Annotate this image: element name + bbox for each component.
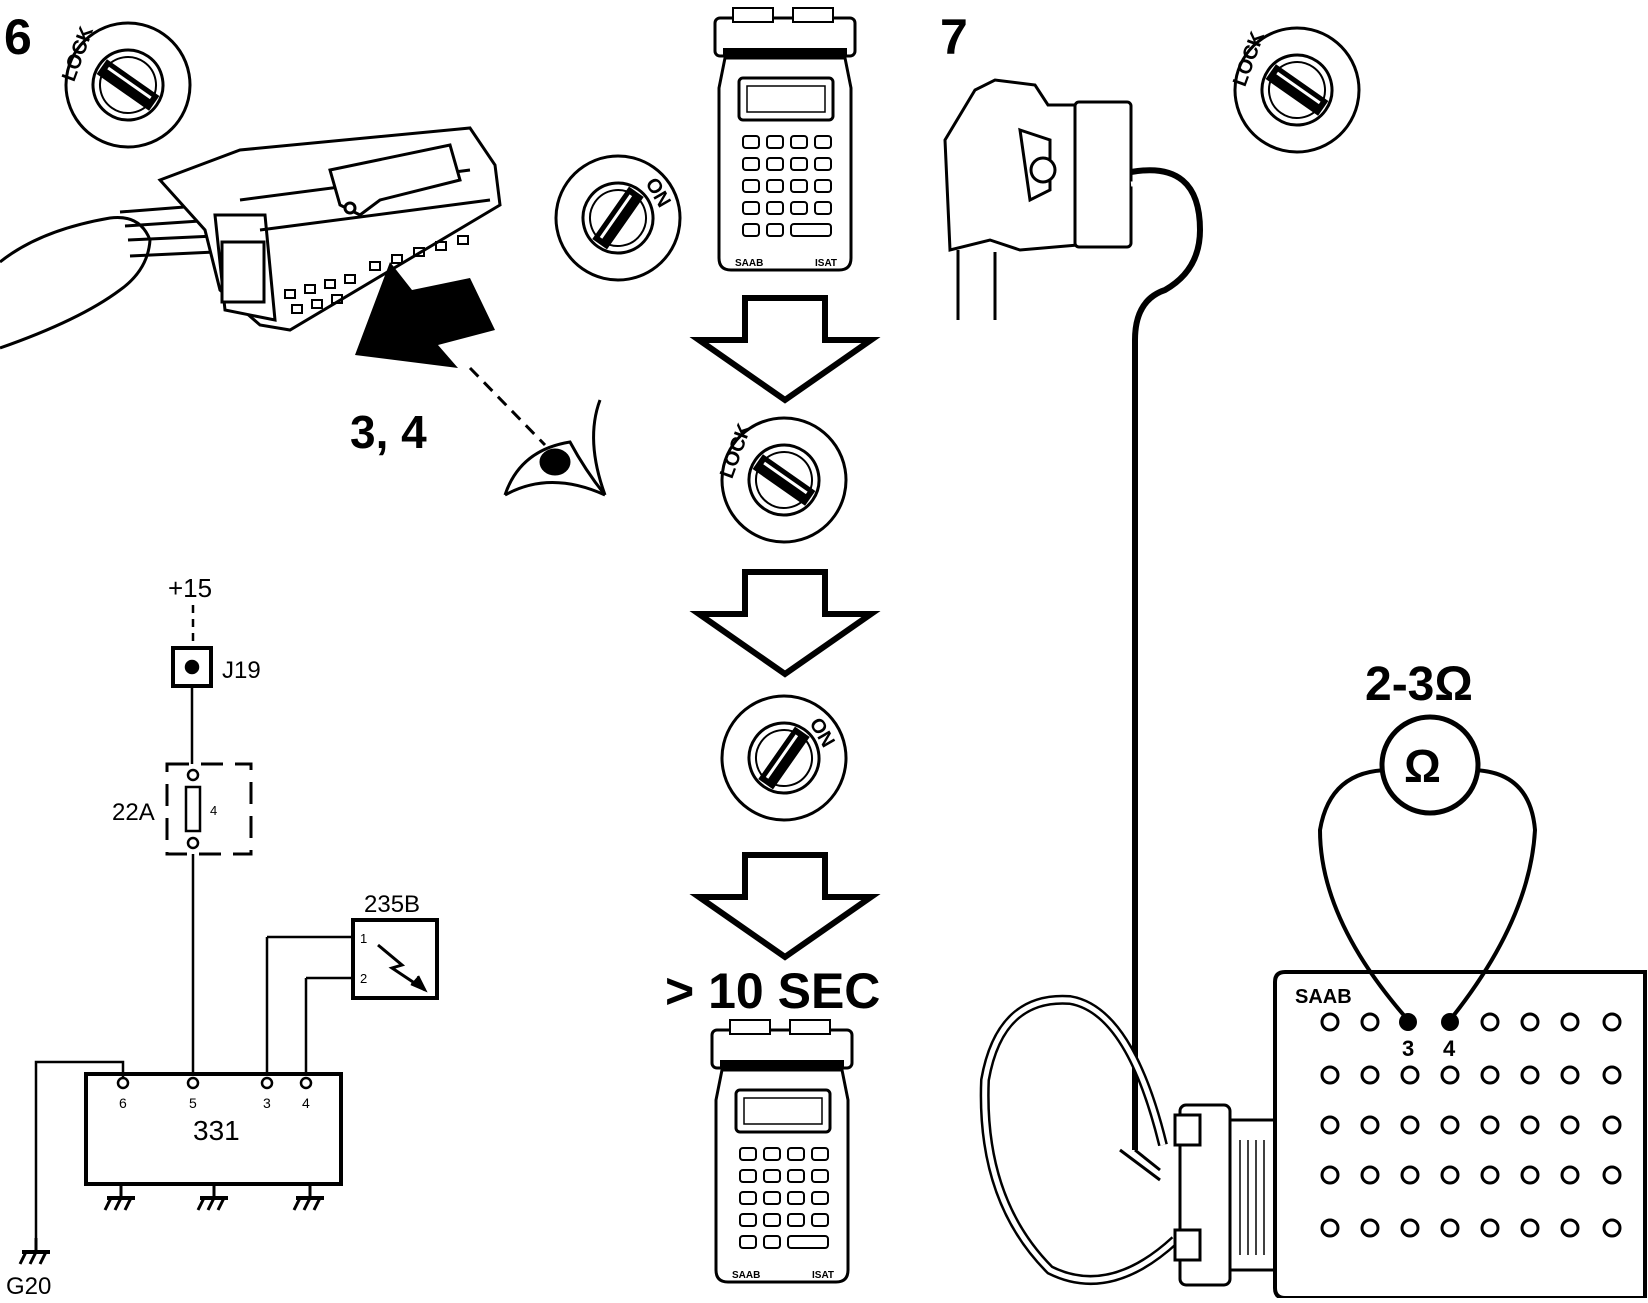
sight-line bbox=[468, 366, 547, 447]
on-key-icon-2: ON bbox=[696, 670, 872, 846]
probe-pin-3-label: 3 bbox=[1402, 1036, 1414, 1061]
svg-text:SAAB: SAAB bbox=[735, 258, 763, 269]
breakout-socket bbox=[1400, 1165, 1420, 1185]
svg-text:ISAT: ISAT bbox=[815, 258, 837, 269]
pin-callout-label: 3, 4 bbox=[350, 406, 427, 458]
breakout-socket bbox=[1320, 1065, 1340, 1085]
svg-text:1: 1 bbox=[360, 931, 367, 946]
breakout-box-label: SAAB bbox=[1295, 986, 1352, 1008]
breakout-socket bbox=[1480, 1218, 1500, 1238]
breakout-socket bbox=[1480, 1115, 1500, 1135]
svg-text:6: 6 bbox=[119, 1095, 127, 1111]
on-key-icon: ON bbox=[530, 130, 706, 306]
breakout-socket bbox=[1602, 1115, 1622, 1135]
lock-key-icon-3: LOCK bbox=[1209, 2, 1385, 178]
breakout-socket bbox=[1440, 1165, 1460, 1185]
breakout-socket bbox=[1602, 1165, 1622, 1185]
svg-text:4: 4 bbox=[302, 1095, 310, 1111]
svg-text:5: 5 bbox=[189, 1095, 197, 1111]
breakout-socket bbox=[1360, 1165, 1380, 1185]
breakout-socket bbox=[1560, 1115, 1580, 1135]
resistance-value-label: 2-3Ω bbox=[1365, 658, 1473, 711]
breakout-socket bbox=[1320, 1218, 1340, 1238]
breakout-socket bbox=[1520, 1065, 1540, 1085]
pin-pointer-arrow bbox=[355, 262, 495, 368]
breakout-socket bbox=[1560, 1012, 1580, 1032]
ohm-symbol: Ω bbox=[1404, 740, 1441, 792]
breakout-socket bbox=[1520, 1218, 1540, 1238]
breakout-socket bbox=[1602, 1065, 1622, 1085]
control-unit-label: 331 bbox=[193, 1115, 240, 1146]
ground-label: G20 bbox=[6, 1273, 51, 1298]
breakout-socket bbox=[1400, 1218, 1420, 1238]
step-7-number: 7 bbox=[940, 9, 968, 65]
breakout-socket bbox=[1440, 1065, 1460, 1085]
svg-text:ISAT: ISAT bbox=[812, 1270, 834, 1281]
eye-icon bbox=[503, 399, 607, 497]
breakout-socket bbox=[1602, 1012, 1622, 1032]
breakout-socket bbox=[1360, 1012, 1380, 1032]
breakout-socket bbox=[1320, 1012, 1340, 1032]
breakout-socket bbox=[1320, 1165, 1340, 1185]
svg-text:2: 2 bbox=[360, 971, 367, 986]
breakout-socket bbox=[1440, 1115, 1460, 1135]
d-sub-connector bbox=[1173, 1103, 1277, 1287]
breakout-socket bbox=[1560, 1065, 1580, 1085]
breakout-socket bbox=[1480, 1065, 1500, 1085]
breakout-socket bbox=[1400, 1065, 1420, 1085]
fuse-box-label: 22A bbox=[112, 799, 155, 826]
ecu-connector-illustration bbox=[943, 78, 1204, 1150]
fuse-pin-label: 4 bbox=[210, 803, 217, 818]
breakout-socket bbox=[1360, 1115, 1380, 1135]
sensor-label: 235B bbox=[364, 891, 420, 918]
breakout-socket bbox=[1520, 1165, 1540, 1185]
breakout-socket bbox=[1560, 1165, 1580, 1185]
down-arrow-2 bbox=[699, 572, 871, 674]
breakout-socket bbox=[1520, 1115, 1540, 1135]
breakout-socket bbox=[1440, 1218, 1460, 1238]
probe-pin-4-label: 4 bbox=[1443, 1036, 1456, 1061]
breakout-socket bbox=[1320, 1115, 1340, 1135]
breakout-socket bbox=[1400, 1115, 1420, 1135]
tester-device-bottom: SAAB ISAT bbox=[710, 1018, 854, 1284]
supply-label: +15 bbox=[168, 573, 212, 603]
down-arrow-1 bbox=[699, 298, 871, 400]
breakout-socket bbox=[1360, 1218, 1380, 1238]
cable-loop bbox=[979, 994, 1179, 1285]
step-6-number: 6 bbox=[4, 9, 32, 65]
breakout-socket bbox=[1560, 1218, 1580, 1238]
lock-key-icon: LOCK bbox=[40, 0, 216, 173]
breakout-box: SAAB 3 4 bbox=[1273, 970, 1647, 1300]
connector-plug-illustration bbox=[0, 126, 502, 350]
breakout-socket bbox=[1480, 1012, 1500, 1032]
wiring-schematic: +15 J19 4 22A 235B 1 2 6 5 3 4 331 bbox=[6, 573, 439, 1300]
tester-device-top: SAAB ISAT bbox=[713, 6, 857, 272]
breakout-socket bbox=[1602, 1218, 1622, 1238]
svg-text:3: 3 bbox=[263, 1095, 271, 1111]
breakout-socket bbox=[1360, 1065, 1380, 1085]
down-arrow-3 bbox=[699, 855, 871, 957]
connector-label: J19 bbox=[222, 657, 261, 684]
svg-text:SAAB: SAAB bbox=[732, 1270, 760, 1281]
wait-duration-label: > 10 SEC bbox=[665, 963, 880, 1019]
lock-key-icon-2: LOCK bbox=[696, 392, 872, 568]
ohmmeter: Ω bbox=[1317, 714, 1538, 1031]
breakout-socket bbox=[1480, 1165, 1500, 1185]
breakout-socket bbox=[1520, 1012, 1540, 1032]
